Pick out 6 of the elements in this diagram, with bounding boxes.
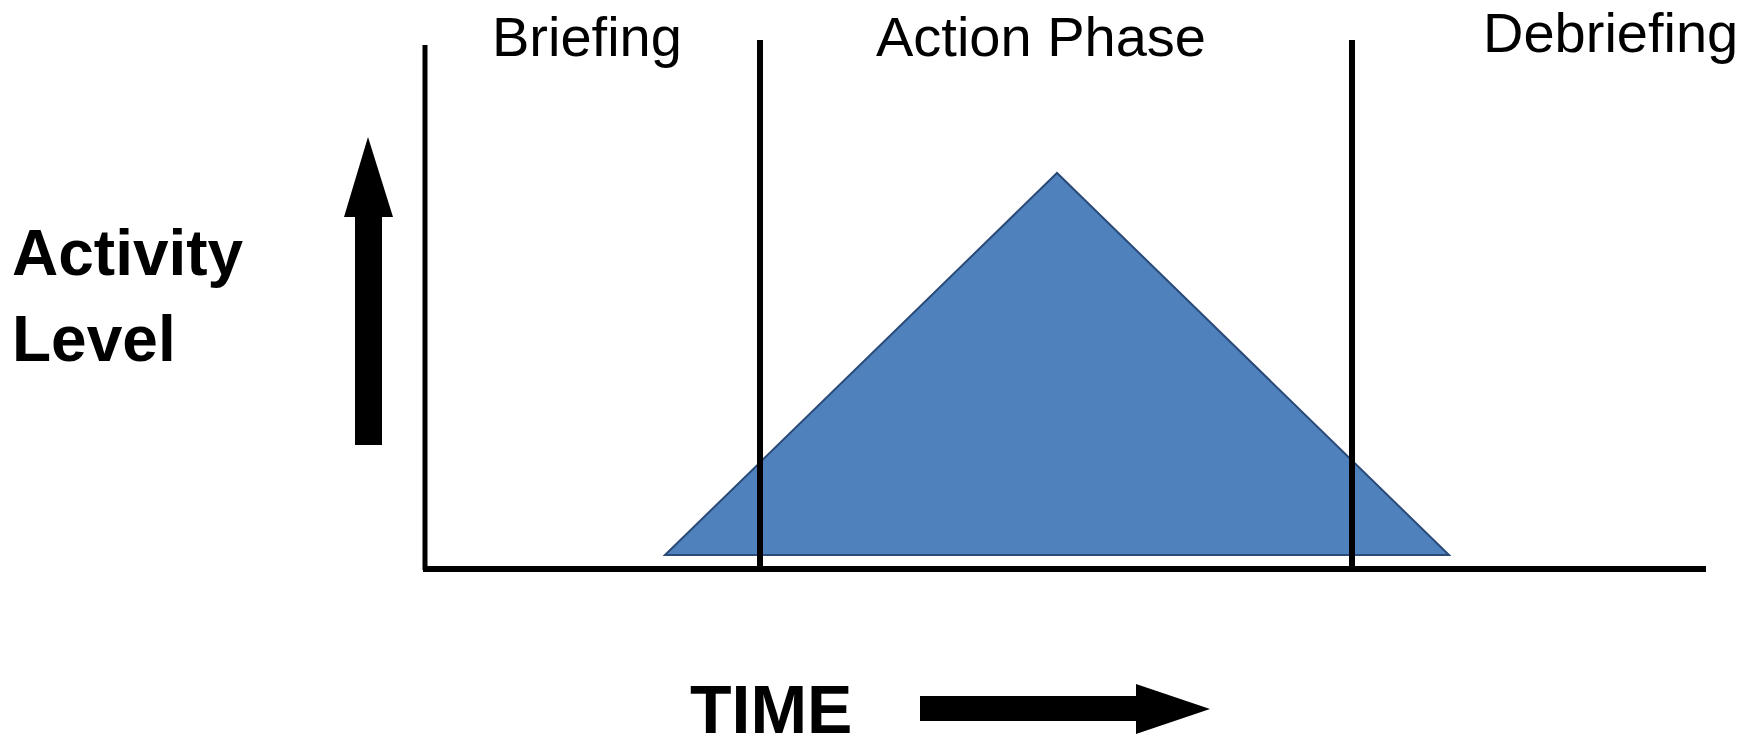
activity-triangle — [662, 171, 1452, 556]
phase-label: Briefing — [492, 6, 682, 68]
phase-label: Action Phase — [876, 6, 1206, 68]
axis-label: Activity Level — [12, 216, 245, 378]
phase-label: Debriefing — [1483, 2, 1739, 64]
axis-label: TIME — [690, 672, 853, 745]
